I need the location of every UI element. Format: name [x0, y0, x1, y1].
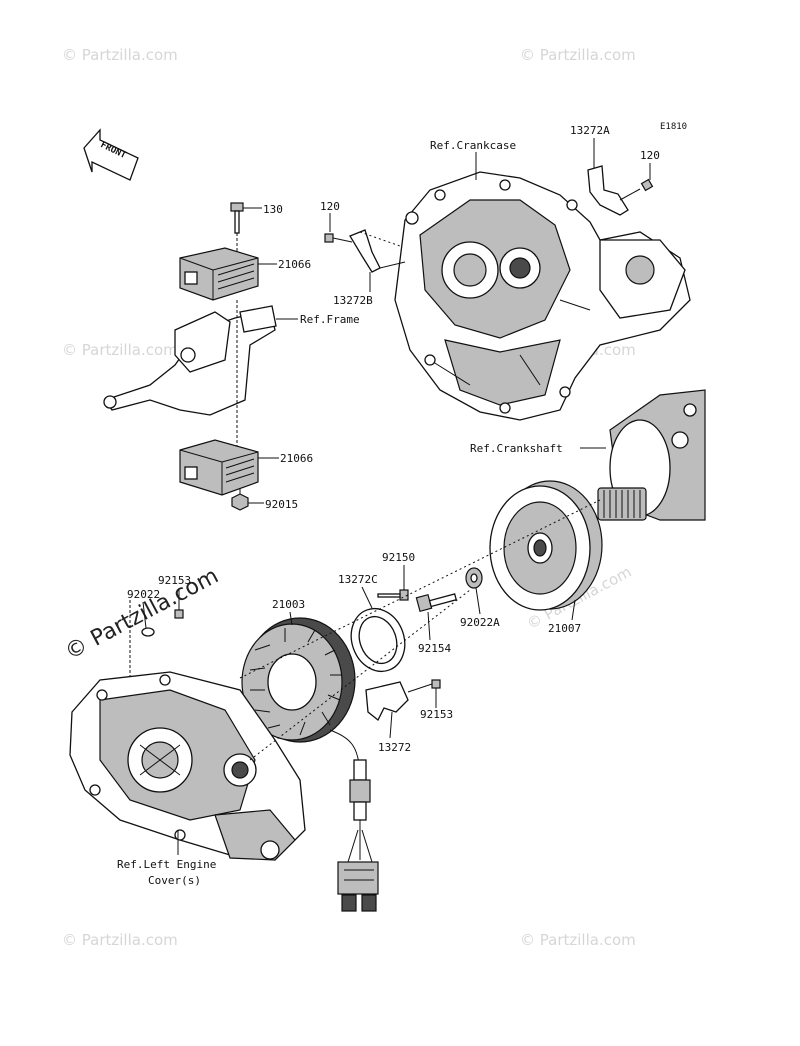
regulator-21066-bottom — [179, 439, 259, 496]
frame-bracket — [103, 305, 277, 416]
label-92153-left: 92153 — [158, 574, 191, 587]
bolt-92153-left — [174, 609, 184, 619]
label-92022: 92022 — [127, 588, 160, 601]
partzilla-watermark: © Partzilla.com — [61, 564, 223, 666]
regulator-21066-top — [179, 247, 259, 301]
bracket-13272a — [587, 165, 629, 216]
washer-92022a — [465, 567, 483, 589]
bolt-92154 — [415, 593, 458, 613]
front-arrow-icon: FRONT — [83, 128, 139, 181]
label-21003: 21003 — [272, 598, 305, 611]
label-13272b: 13272B — [333, 294, 373, 307]
label-ref-crankshaft: Ref.Crankshaft — [470, 442, 563, 455]
bolt-130 — [230, 202, 244, 234]
watermark: © Partzilla.com — [520, 46, 636, 64]
bolt-120-left — [324, 233, 353, 243]
label-130: 130 — [263, 203, 283, 216]
rotor-21007 — [489, 480, 603, 611]
label-92022a: 92022A — [460, 616, 500, 629]
washer-92022 — [141, 627, 155, 637]
label-21066-bottom: 21066 — [280, 452, 313, 465]
label-21007: 21007 — [548, 622, 581, 635]
label-120-left: 120 — [320, 200, 340, 213]
watermark: © Partzilla.com — [62, 46, 178, 64]
left-engine-cover-illustration — [69, 671, 306, 861]
bolt-92153-right — [407, 679, 441, 693]
label-92153-right: 92153 — [420, 708, 453, 721]
stator-wire-harness — [329, 729, 379, 912]
stator-21003 — [241, 617, 356, 743]
label-92150: 92150 — [382, 551, 415, 564]
watermark: © Partzilla.com — [62, 931, 178, 949]
label-21066-top: 21066 — [278, 258, 311, 271]
watermark: © Partzilla.com — [520, 931, 636, 949]
label-ref-left-engine-cover-line1: Ref.Left Engine — [117, 858, 216, 871]
label-13272: 13272 — [378, 741, 411, 754]
crankcase-illustration — [394, 171, 691, 421]
label-ref-crankcase: Ref.Crankcase — [430, 139, 516, 152]
bolt-92150 — [377, 589, 409, 601]
bracket-13272 — [365, 681, 409, 722]
label-ref-frame: Ref.Frame — [300, 313, 360, 326]
bracket-13272b — [349, 229, 381, 273]
label-13272c: 13272C — [338, 573, 378, 586]
label-120-right: 120 — [640, 149, 660, 162]
watermark: © Partzilla.com — [62, 341, 178, 359]
crankshaft-illustration — [597, 389, 706, 521]
bolt-120-right — [619, 178, 654, 201]
plate-13272c — [350, 607, 406, 673]
diagram-code: E1810 — [660, 122, 687, 132]
label-92015: 92015 — [265, 498, 298, 511]
label-ref-left-engine-cover-line2: Cover(s) — [148, 874, 201, 887]
label-13272a: 13272A — [570, 124, 610, 137]
label-92154: 92154 — [418, 642, 451, 655]
nut-92015 — [231, 493, 249, 511]
